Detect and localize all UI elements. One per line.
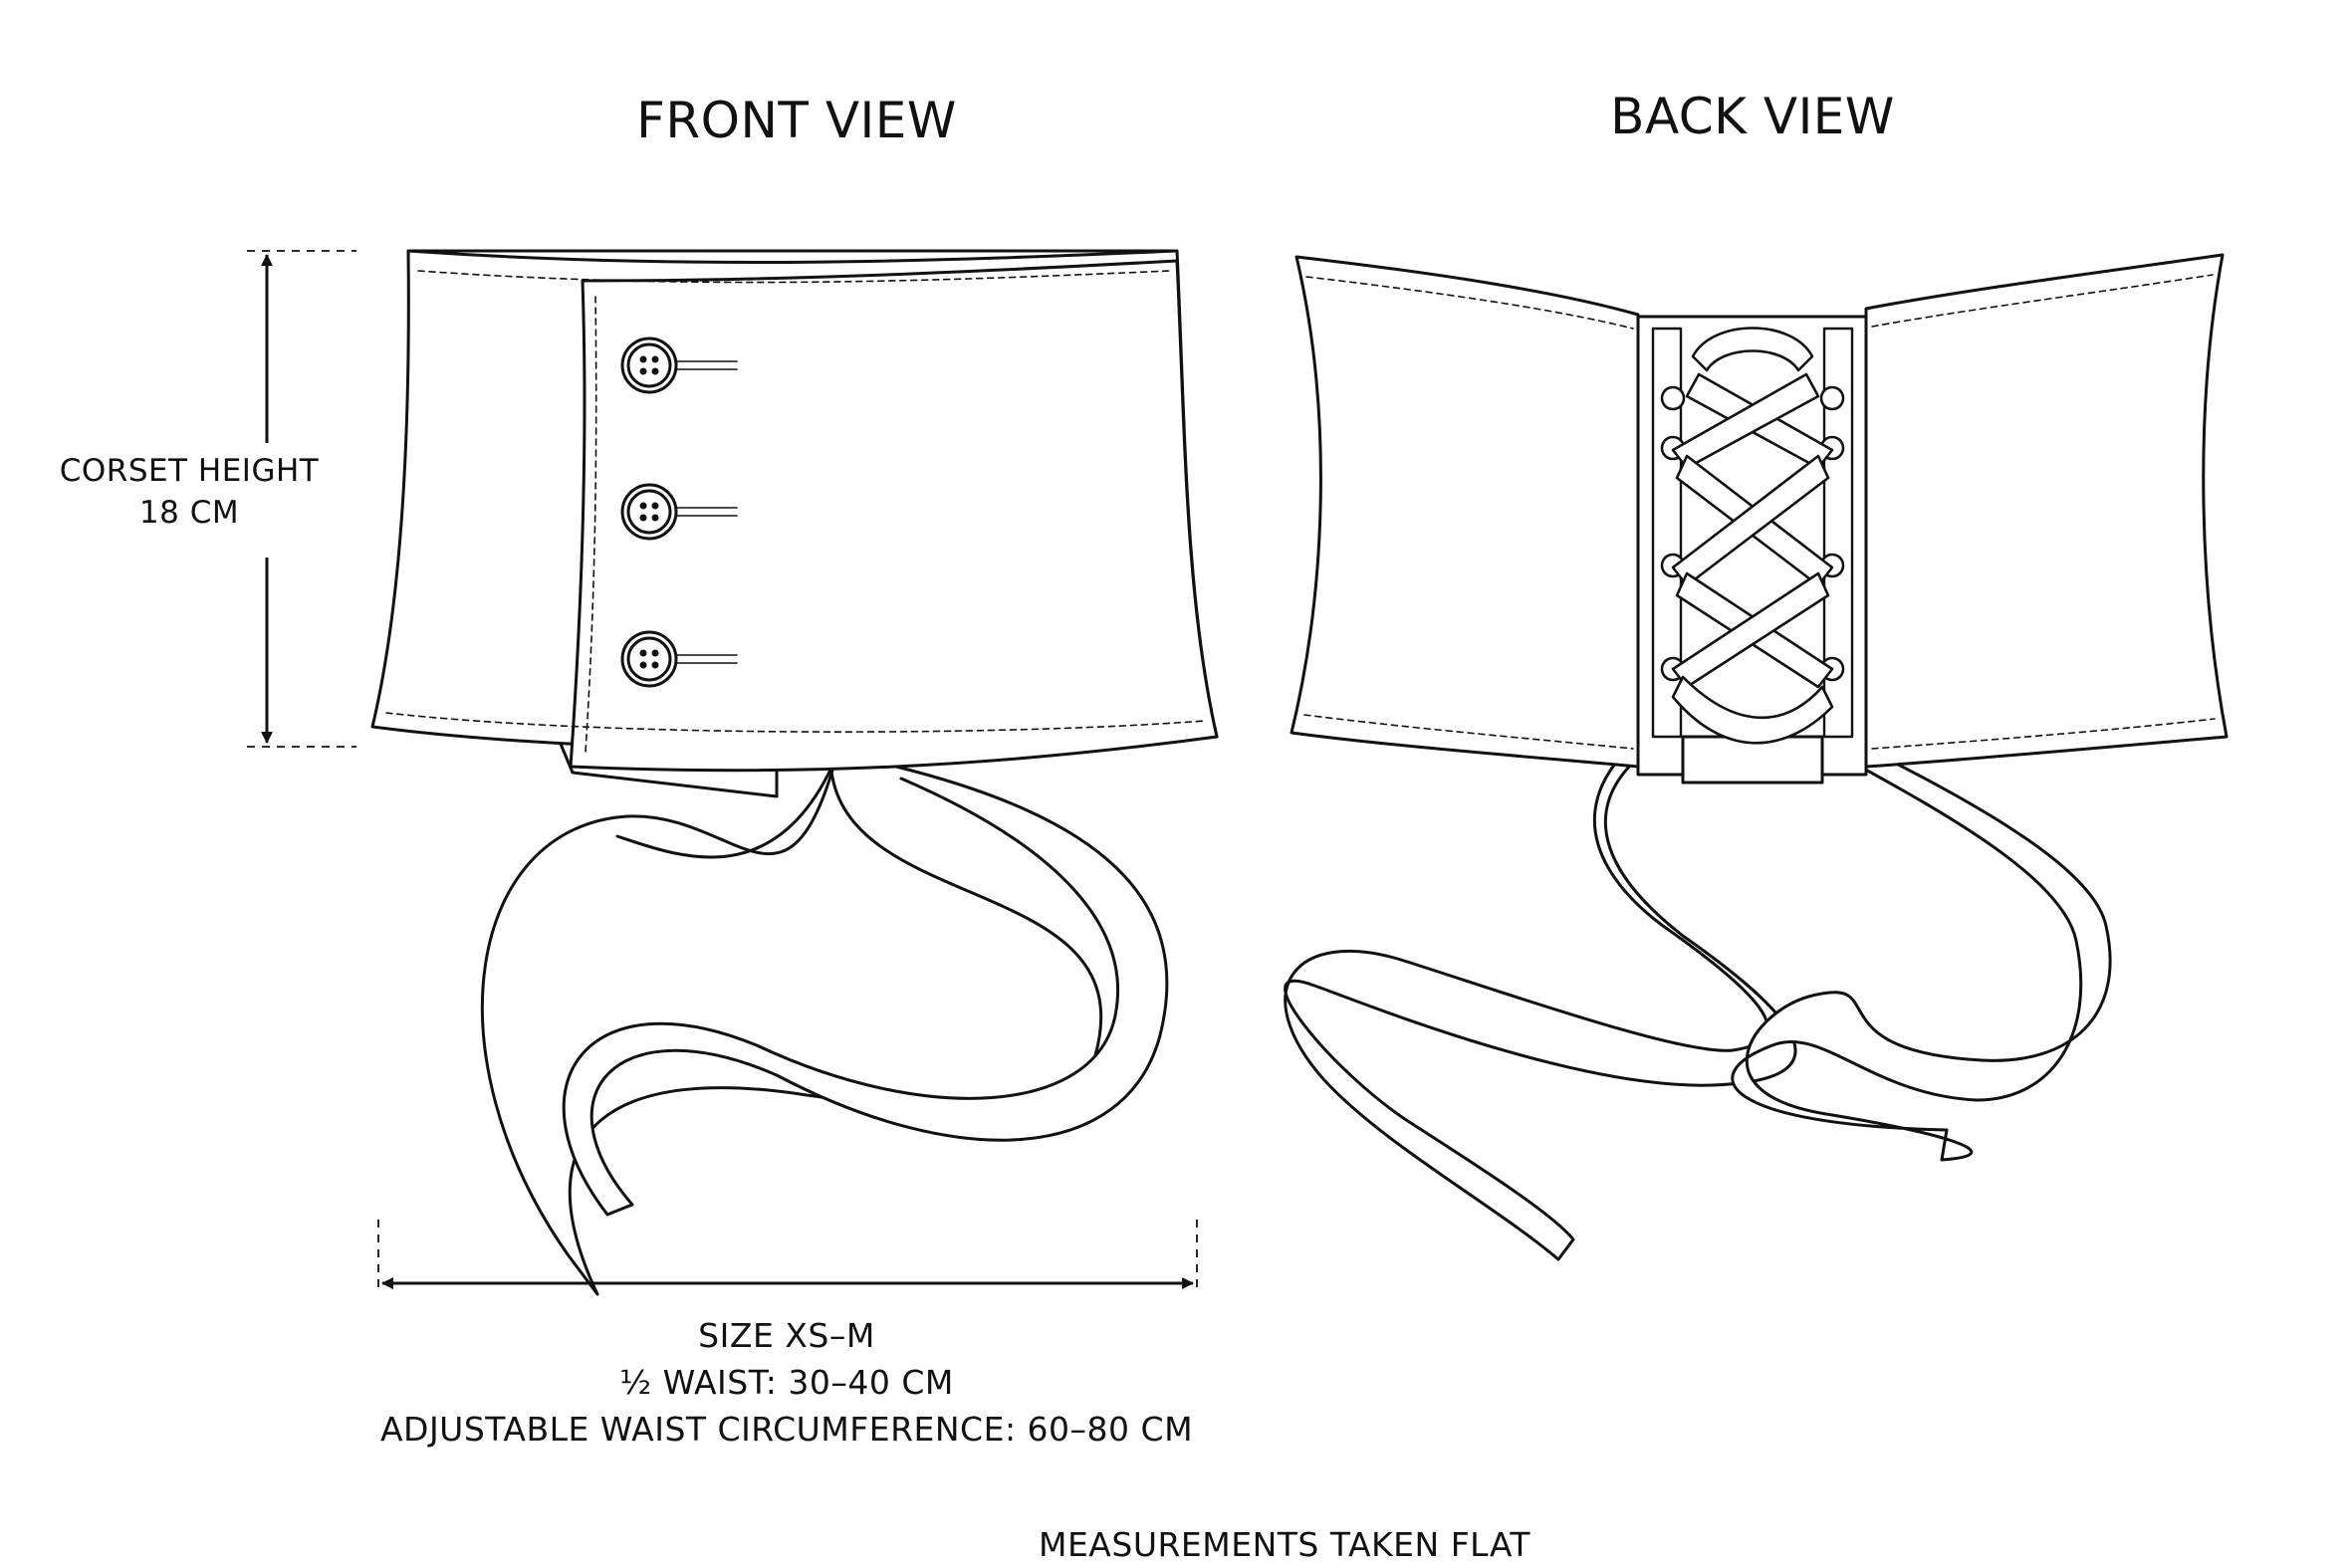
front-overlap-panel [569, 259, 1219, 773]
back-tie-strap-right [1731, 715, 2112, 1162]
front-belt-top-edge [406, 249, 1179, 265]
size-measurement-label: SIZE XS–M ½ WAIST: 30–40 CM ADJUSTABLE W… [339, 1312, 1235, 1453]
front-button-bottom [620, 630, 738, 688]
front-button-top [620, 336, 738, 394]
back-stitching [1303, 274, 2216, 750]
back-crossing-laces [1671, 327, 1834, 745]
back-right-panel [1864, 253, 2229, 769]
size-label: SIZE XS–M [698, 1316, 875, 1355]
half-waist-label: ½ WAIST: 30–40 CM [619, 1363, 954, 1402]
front-tie-strap-right [562, 765, 1169, 1217]
waist-circumference-label: ADJUSTABLE WAIST CIRCUMFERENCE: 60–80 CM [379, 1410, 1194, 1449]
back-view-drawing [1284, 253, 2229, 1261]
back-view-title: BACK VIEW [1610, 88, 1895, 145]
back-tie-strap-left [1284, 705, 1797, 1261]
front-tie-strap-left [480, 755, 1103, 1296]
corset-height-label-line2: 18 CM [138, 495, 240, 531]
corset-height-label-line1: CORSET HEIGHT [59, 453, 320, 489]
corset-height-label: CORSET HEIGHT 18 CM [40, 450, 339, 534]
front-button-middle [620, 483, 738, 541]
height-dimension-line [247, 250, 356, 748]
back-left-panel [1290, 255, 1640, 769]
width-dimension-line [377, 1220, 1198, 1294]
front-view-title: FRONT VIEW [636, 92, 957, 149]
measurements-note: MEASUREMENTS TAKEN FLAT [1038, 1525, 1530, 1564]
front-stitching [385, 270, 1206, 753]
front-view-drawing [370, 249, 1219, 1296]
